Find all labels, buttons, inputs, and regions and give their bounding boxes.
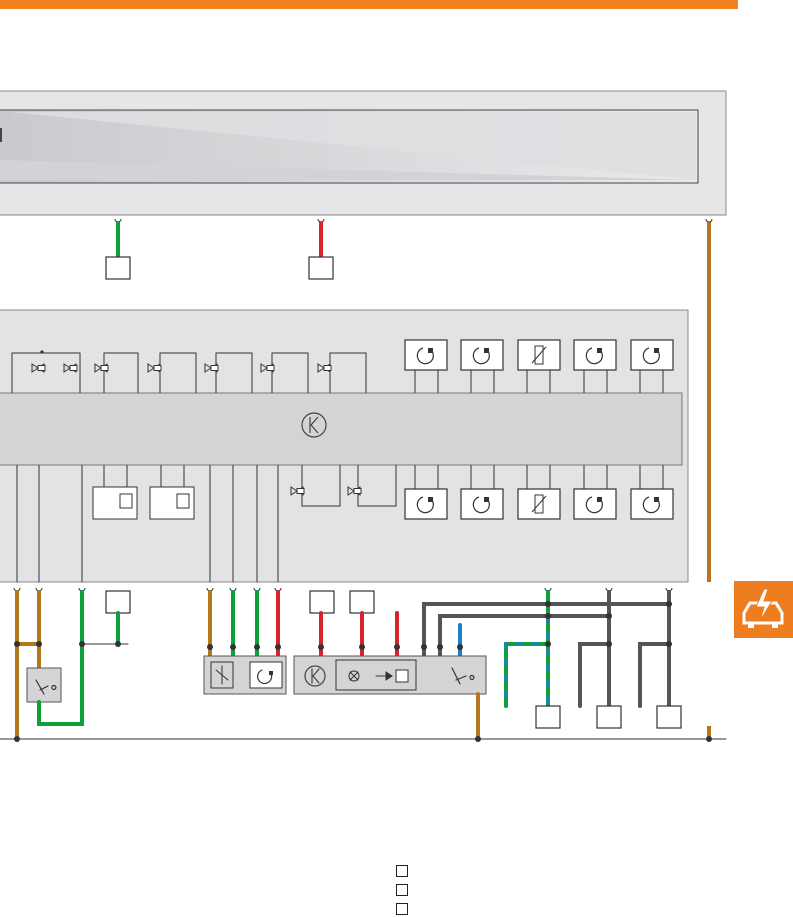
control-unit: [0, 309, 689, 583]
header-accent-bar: [0, 0, 738, 9]
top-wires: [105, 218, 713, 740]
lower-wires: [0, 590, 727, 742]
legend-box: [396, 884, 408, 896]
top-unit: [0, 90, 727, 216]
legend-box: [396, 903, 408, 915]
legend-box: [396, 865, 408, 877]
electric-vehicle-charging-icon: [734, 581, 793, 638]
